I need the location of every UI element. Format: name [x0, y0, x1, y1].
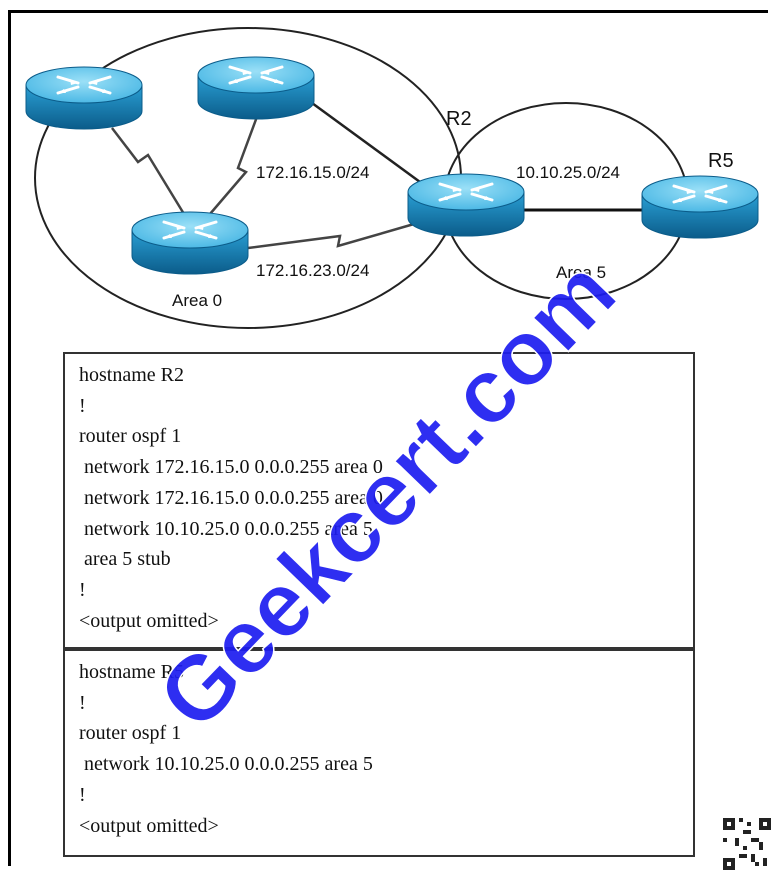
config-line: network 172.16.15.0 0.0.0.255 area 0 [79, 486, 383, 509]
figure-frame [8, 10, 768, 866]
network-diagram: R2 R5 172.16.15.0/24 172.16.23.0/24 10.1… [24, 27, 760, 329]
config-line: network 10.10.25.0 0.0.0.255 area 5 [79, 517, 373, 540]
qr-code-icon [723, 818, 771, 870]
config-line: area 5 stub [79, 548, 171, 571]
router-r5-icon [640, 174, 760, 240]
config-line: ! [79, 783, 86, 806]
link-label-10-10-25: 10.10.25.0/24 [516, 163, 620, 182]
r5-config-box: hostname R5 ! router ospf 1 network 10.1… [63, 649, 695, 857]
link-label-172-16-15: 172.16.15.0/24 [256, 163, 369, 182]
router-top-middle-icon [196, 55, 316, 121]
router-r5-label: R5 [708, 150, 734, 172]
config-line: ! [79, 691, 86, 714]
serial-link-topleft-bottomleft [111, 127, 186, 215]
router-r2-label: R2 [446, 108, 472, 130]
serial-link-topmiddle-bottomleft [209, 113, 260, 215]
config-line: ! [79, 394, 86, 417]
router-r2-icon [406, 172, 526, 238]
ethernet-link-topmiddle-r2 [311, 101, 421, 184]
link-label-172-16-23: 172.16.23.0/24 [256, 261, 369, 280]
router-top-left-icon [24, 65, 144, 131]
router-bottom-left-icon [130, 210, 250, 276]
config-line: <output omitted> [79, 814, 219, 837]
area-5-label: Area 5 [556, 263, 606, 282]
area-0-label: Area 0 [172, 291, 222, 310]
serial-link-bottomleft-r2 [247, 222, 415, 250]
config-line: ! [79, 578, 86, 601]
config-line: router ospf 1 [79, 722, 182, 745]
config-line: network 172.16.15.0 0.0.0.255 area 0 [79, 456, 383, 479]
r2-config-lines: hostname R2 ! router ospf 1 network 172.… [79, 360, 693, 636]
config-line: router ospf 1 [79, 425, 182, 448]
r2-config-box: hostname R2 ! router ospf 1 network 172.… [63, 352, 695, 649]
r5-config-lines: hostname R5 ! router ospf 1 network 10.1… [79, 657, 693, 841]
config-line: hostname R5 [79, 661, 184, 683]
config-line: <output omitted> [79, 609, 219, 632]
config-line: network 10.10.25.0 0.0.0.255 area 5 [79, 753, 373, 776]
config-line: hostname R2 [79, 364, 184, 386]
